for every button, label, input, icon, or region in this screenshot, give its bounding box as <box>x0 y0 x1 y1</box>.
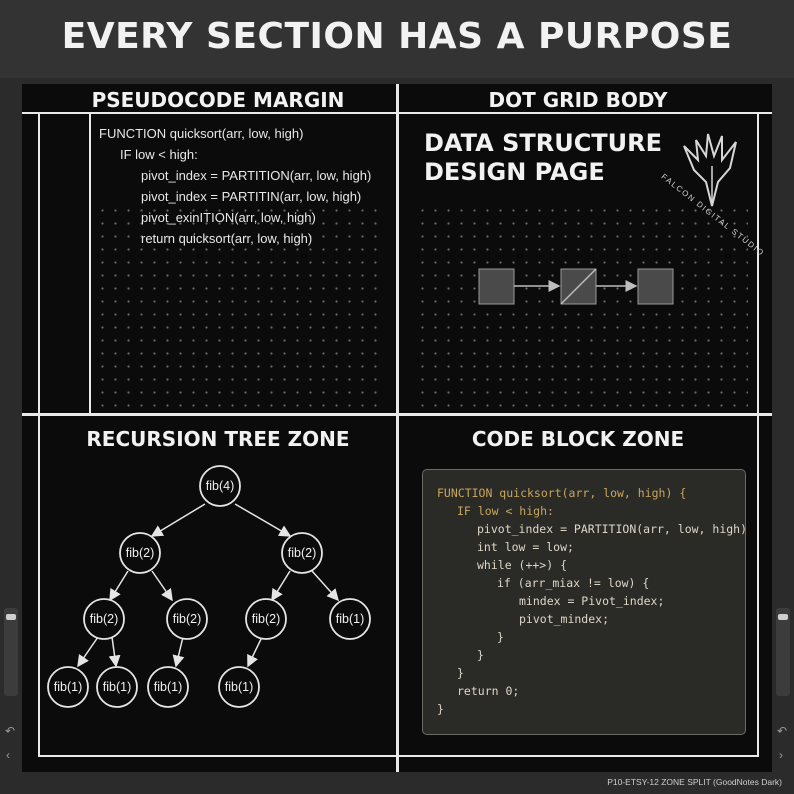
page-title: EVERY SECTION HAS A PURPOSE <box>61 16 733 57</box>
tree-node-label: fib(2) <box>252 612 280 626</box>
tree-node <box>47 666 89 708</box>
tree-node-label: fib(2) <box>288 546 316 560</box>
tree-node-label: fib(2) <box>173 612 201 626</box>
tree-node <box>218 666 260 708</box>
pseudocode-line: return quicksort(arr, low, high) <box>141 231 313 246</box>
node-box <box>637 268 674 305</box>
tree-node <box>119 532 161 574</box>
tree-node <box>245 598 287 640</box>
pseudocode-margin-line <box>89 114 91 413</box>
code-line: if (arr_miax != low) { <box>497 576 650 590</box>
tree-node <box>83 598 125 640</box>
code-line: } <box>477 648 484 662</box>
pseudocode-line: IF low < high: <box>120 147 198 162</box>
tree-node <box>147 666 189 708</box>
code-line: return 0; <box>457 684 520 698</box>
tree-node-label: fib(2) <box>126 546 154 560</box>
code-line: } <box>497 630 504 644</box>
recursion-tree: fib(4) fib(2) fib(2) fib(2) fib(2) fib(2… <box>47 465 371 708</box>
tree-node <box>166 598 208 640</box>
code-line: int low = low; <box>477 540 574 554</box>
chevron-right-icon[interactable]: › <box>779 748 783 762</box>
grid-line-right <box>757 114 759 757</box>
tree-node <box>281 532 323 574</box>
tree-node <box>329 598 371 640</box>
code-line: mindex = Pivot_index; <box>519 594 665 608</box>
undo-icon-right[interactable]: ↶ <box>777 724 788 738</box>
pseudocode-line: pivot_index = PARTITIN(arr, low, high) <box>141 189 362 204</box>
heading-line-1: DATA STRUCTURE <box>424 129 663 157</box>
right-scroll-thumb[interactable] <box>778 614 788 620</box>
code-line: } <box>437 702 444 716</box>
zone-title-code-block: CODE BLOCK ZONE <box>471 427 685 451</box>
pseudocode-dot-grid <box>96 204 378 408</box>
title-banner: EVERY SECTION HAS A PURPOSE <box>0 0 794 78</box>
pseudocode-line: FUNCTION quicksort(arr, low, high) <box>99 126 304 141</box>
chevron-left-icon[interactable]: ‹ <box>6 748 10 762</box>
tree-node-label: fib(4) <box>206 479 234 493</box>
zone-title-pseudocode: PSEUDOCODE MARGIN <box>91 88 345 112</box>
tree-node-label: fib(1) <box>154 680 182 694</box>
footer-caption: P10-ETSY-12 ZONE SPLIT (GoodNotes Dark) <box>607 777 782 787</box>
zone-title-dot-grid: DOT GRID BODY <box>488 88 668 112</box>
tree-node <box>96 666 138 708</box>
node-box <box>478 268 515 305</box>
code-line: FUNCTION quicksort(arr, low, high) { <box>437 486 687 500</box>
grid-line-center <box>396 84 399 772</box>
heading-line-2: DESIGN PAGE <box>424 158 605 186</box>
code-line: pivot_index = PARTITION(arr, low, high) <box>477 522 748 536</box>
pseudocode-line: pivot_index = PARTITION(arr, low, high) <box>141 168 372 183</box>
falcon-logo-icon <box>683 133 737 207</box>
tree-node-label: fib(1) <box>225 680 253 694</box>
code-line: pivot_mindex; <box>519 612 610 626</box>
tree-node-label: fib(1) <box>103 680 131 694</box>
code-line: } <box>457 666 464 680</box>
right-scroll-bar[interactable] <box>776 608 790 696</box>
code-line: IF low < high: <box>457 504 554 518</box>
data-structure-heading: DATA STRUCTURE DESIGN PAGE <box>424 129 684 187</box>
dot-grid-area <box>416 204 748 408</box>
tree-node-label: fib(1) <box>54 680 82 694</box>
tree-node-label: fib(2) <box>90 612 118 626</box>
left-scroll-thumb[interactable] <box>6 614 16 620</box>
tree-node-label: fib(1) <box>336 612 364 626</box>
linked-list-diagram <box>478 268 674 305</box>
pseudocode-line: pivot_exinITION(arr, low, high) <box>141 210 316 225</box>
grid-line-left <box>38 114 40 757</box>
undo-icon[interactable]: ↶ <box>5 724 16 738</box>
zone-title-recursion-tree: RECURSION TREE ZONE <box>86 427 350 451</box>
code-line: while (++>) { <box>477 558 568 572</box>
tree-node <box>199 465 241 507</box>
code-card: FUNCTION quicksort(arr, low, high) { IF … <box>422 469 748 735</box>
left-scroll-bar[interactable] <box>4 608 18 696</box>
